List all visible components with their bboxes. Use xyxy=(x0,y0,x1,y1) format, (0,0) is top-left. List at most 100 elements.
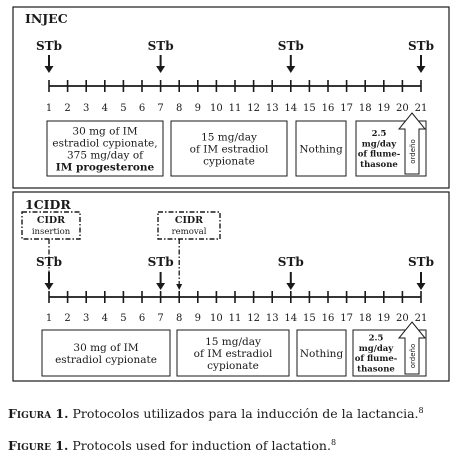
event-box xyxy=(157,211,221,240)
stb-marker: STb xyxy=(408,39,434,73)
stb-marker: STb xyxy=(148,255,174,290)
day-label: 18 xyxy=(359,313,372,324)
stb-arrowhead xyxy=(44,283,54,290)
treatment-text: of IM estradiol xyxy=(194,348,273,360)
figure-caption-spanish: Figura 1. Protocolos utilizados para la … xyxy=(8,406,424,421)
day-label: 1 xyxy=(46,313,52,324)
dose-text: 2.5 xyxy=(372,129,387,139)
stb-arrowhead xyxy=(286,283,296,290)
panel-frame xyxy=(12,6,450,189)
dose-text: 2.5 xyxy=(369,334,384,344)
day-label: 21 xyxy=(415,103,428,114)
caption-text: Protocols used for induction of lactatio… xyxy=(68,438,331,454)
stb-arrowhead xyxy=(416,66,426,73)
treatment-text: cypionate xyxy=(203,156,255,168)
day-label: 9 xyxy=(195,313,201,324)
caption-reference: 8 xyxy=(330,438,337,447)
stb-label: STb xyxy=(408,39,434,53)
dose-text: mg/day xyxy=(362,139,397,149)
day-label: 10 xyxy=(210,103,223,114)
day-label: 8 xyxy=(176,103,182,114)
day-label: 12 xyxy=(247,103,260,114)
caption-figure-number: Figure 1. xyxy=(8,438,69,454)
stb-label: STb xyxy=(278,255,304,269)
day-label: 18 xyxy=(359,103,372,114)
day-label: 1 xyxy=(46,103,52,114)
event-arrowhead xyxy=(176,284,183,290)
caption-figure-number: Figura 1. xyxy=(8,406,69,422)
stb-arrowhead xyxy=(286,66,296,73)
treatment-text: of IM estradiol xyxy=(190,144,269,156)
day-label: 5 xyxy=(120,103,126,114)
day-label: 10 xyxy=(210,313,223,324)
milking-label: ordeño xyxy=(409,344,417,369)
dose-text: thasone xyxy=(357,364,395,374)
day-label: 9 xyxy=(195,103,201,114)
milking-label: ordeño xyxy=(409,139,417,164)
day-label: 14 xyxy=(284,103,297,114)
day-label: 8 xyxy=(176,313,182,324)
treatment-text: Nothing xyxy=(300,348,344,360)
stb-marker: STb xyxy=(278,39,304,73)
stb-label: STb xyxy=(148,255,174,269)
box-border xyxy=(176,329,290,377)
treatment-text: 15 mg/day xyxy=(201,132,257,144)
event-box xyxy=(21,211,81,240)
day-label: 20 xyxy=(396,313,409,324)
stb-label: STb xyxy=(148,39,174,53)
panel-frame xyxy=(12,191,450,382)
day-label: 15 xyxy=(303,313,316,324)
dose-text: of flume- xyxy=(355,354,398,364)
figure-caption-english: Figure 1. Protocols used for induction o… xyxy=(8,438,336,453)
day-label: 20 xyxy=(396,103,409,114)
panel-title: 1CIDR xyxy=(25,197,71,212)
day-label: 11 xyxy=(229,313,242,324)
dose-text: of flume- xyxy=(358,150,401,160)
stb-marker: STb xyxy=(278,255,304,290)
stb-label: STb xyxy=(36,39,62,53)
stb-label: STb xyxy=(36,255,62,269)
panel-title: INJEC xyxy=(25,11,68,26)
treatment-text: 375 mg/day of xyxy=(67,150,144,162)
treatment-text: 30 mg of IM xyxy=(72,126,137,138)
stb-marker: STb xyxy=(36,255,62,290)
caption-text: Protocolos utilizados para la inducción … xyxy=(68,406,419,422)
box-border xyxy=(170,120,288,177)
day-label: 13 xyxy=(266,313,279,324)
day-label: 2 xyxy=(64,313,70,324)
day-label: 14 xyxy=(284,313,297,324)
stb-arrowhead xyxy=(416,283,426,290)
stb-arrowhead xyxy=(156,66,166,73)
stb-marker: STb xyxy=(408,255,434,290)
day-label: 3 xyxy=(83,103,89,114)
day-label: 5 xyxy=(120,313,126,324)
treatment-text: cypionate xyxy=(207,360,259,372)
milking-arrow xyxy=(397,112,427,175)
day-label: 19 xyxy=(377,313,390,324)
day-label: 16 xyxy=(322,313,335,324)
day-label: 15 xyxy=(303,103,316,114)
day-label: 7 xyxy=(157,313,163,324)
treatment-text: estradiol cypionate xyxy=(55,354,157,366)
event-subtitle: insertion xyxy=(32,227,71,237)
day-label: 2 xyxy=(64,103,70,114)
stb-marker: STb xyxy=(148,39,174,73)
stb-arrowhead xyxy=(156,283,166,290)
stb-marker: STb xyxy=(36,39,62,73)
day-label: 11 xyxy=(229,103,242,114)
treatment-text: estradiol cypionate, xyxy=(52,138,157,150)
day-label: 6 xyxy=(139,103,145,114)
event-subtitle: removal xyxy=(172,227,207,237)
day-label: 12 xyxy=(247,313,260,324)
day-label: 17 xyxy=(340,103,353,114)
treatment-text-bold: IM progesterone xyxy=(56,162,155,174)
day-label: 19 xyxy=(377,103,390,114)
box-border xyxy=(41,329,171,377)
